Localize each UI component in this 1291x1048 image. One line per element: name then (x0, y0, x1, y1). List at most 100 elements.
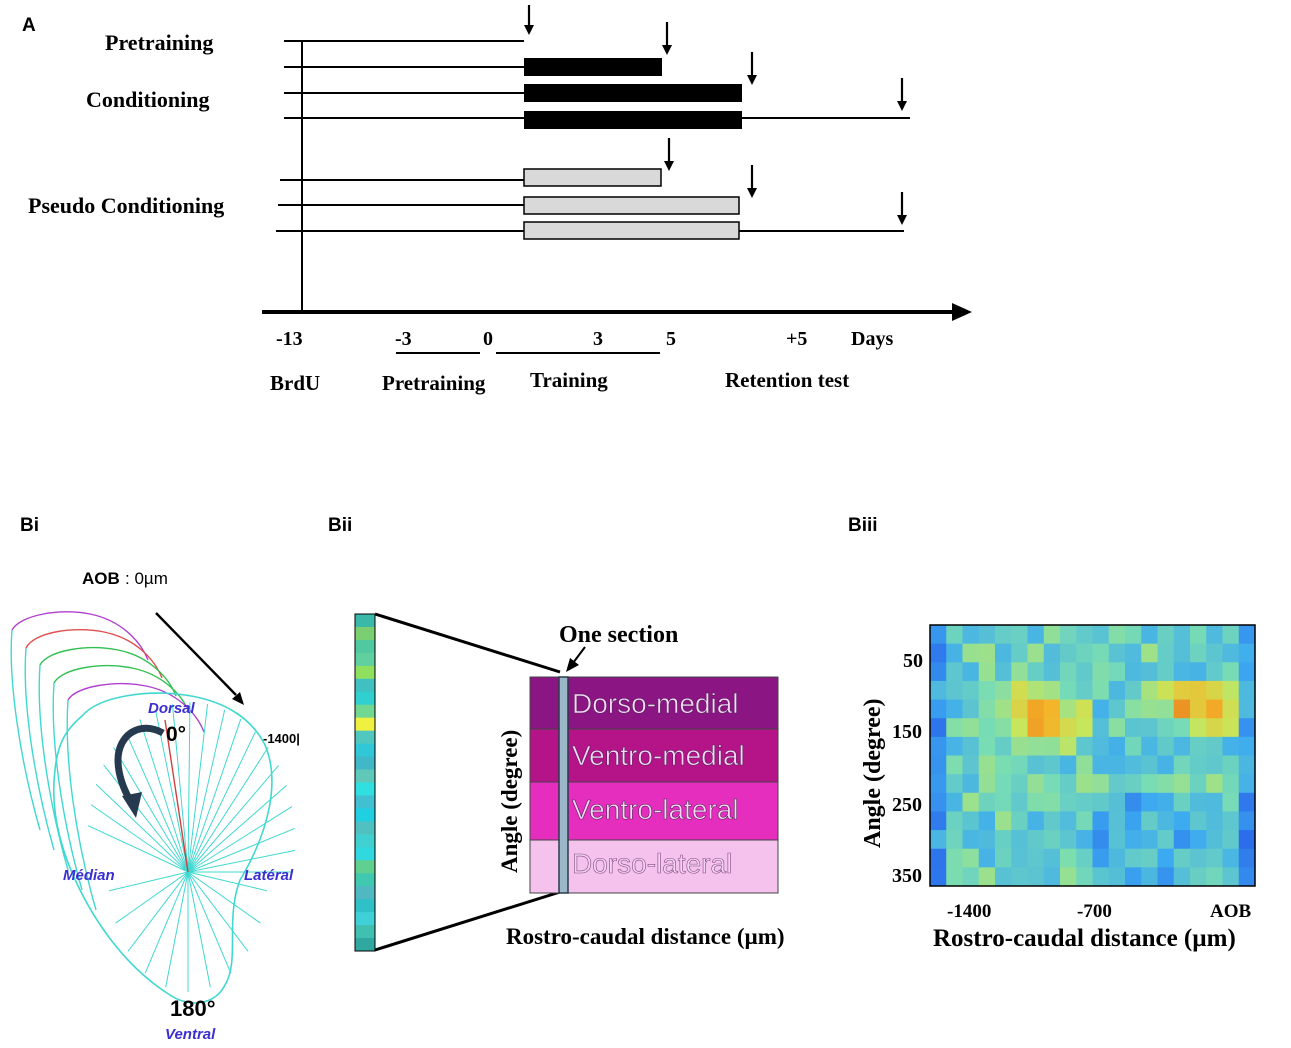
panel-biii-letter: Biii (848, 515, 878, 536)
radial-line (139, 719, 189, 873)
heatmap-cell (1206, 680, 1223, 701)
radial-line (103, 764, 189, 873)
heatmap-cell (1190, 625, 1207, 645)
heatmap-cell (1190, 718, 1207, 738)
heatmap-cell (1206, 811, 1223, 831)
heatmap-cell (1027, 755, 1045, 775)
heatmap-cell (1206, 625, 1223, 645)
heatmap-cell (1157, 867, 1175, 887)
heatmap-cell (1157, 811, 1175, 831)
heatmap-cell (1060, 848, 1077, 868)
heatmap-cell (1141, 848, 1158, 868)
heatmap-cell (1125, 755, 1142, 775)
heatmap-cell (1222, 830, 1240, 850)
heatmap-cell (978, 811, 996, 831)
heatmap-cell (1222, 774, 1240, 794)
heatmap-cell (1190, 662, 1207, 682)
heatmap-cell (1060, 625, 1077, 645)
single-section-bar (558, 676, 569, 894)
rostrocaudal-arrow-head-icon (232, 692, 244, 705)
rostrocaudal-arrow (155, 612, 237, 696)
heatmap-cell (1206, 774, 1223, 794)
heatmap-cell (1092, 699, 1110, 719)
heatmap-cell (978, 867, 996, 887)
heatmap-cell (1076, 662, 1093, 682)
heatmap-cell (1043, 625, 1061, 645)
heatmap-cell (1190, 755, 1207, 775)
heatmap-cell (1043, 811, 1061, 831)
heatmap-cell (1141, 643, 1158, 663)
heatmap-cell (995, 774, 1012, 794)
heatmap-cell (1141, 699, 1158, 719)
heatmap-cell (1141, 867, 1158, 887)
heatmap-cell (995, 625, 1012, 645)
phase-pretraining: Pretraining (382, 371, 486, 395)
heatmap-cell (1173, 699, 1191, 719)
test-arrows (524, 5, 907, 225)
heatmap-cell (995, 718, 1012, 738)
heatmap-cell (1141, 811, 1158, 831)
y-tick-250: 250 (892, 794, 922, 816)
heatmap-cell (946, 625, 963, 645)
radial-line (187, 765, 279, 873)
heatmap-cell (946, 662, 963, 682)
angle-180-label: 180° (170, 996, 216, 1021)
heatmap-cell (1173, 792, 1191, 812)
pseudo-bar-3 (523, 221, 740, 240)
heatmap-cell (1173, 736, 1191, 756)
heatmap-cell (1206, 755, 1223, 775)
color-strip-cell (355, 834, 375, 848)
tick-0: 0 (483, 328, 493, 350)
heatmap-cell (930, 774, 947, 794)
conditioning-bar-1 (524, 58, 662, 76)
heatmap-cell (1141, 625, 1158, 645)
panel-a-letter: A (22, 15, 36, 36)
heatmap-cell (978, 830, 996, 850)
tick-minus-3: -3 (395, 328, 412, 350)
region-dorso-lateral-label: Dorso-lateral (572, 848, 732, 879)
heatmap-cell (1238, 718, 1256, 738)
heatmap-cell (946, 718, 963, 738)
dorsal-label: Dorsal (148, 700, 196, 717)
heatmap-cell (1157, 774, 1175, 794)
heatmap-cell (1222, 867, 1240, 887)
heatmap-cell (1060, 662, 1077, 682)
heatmap-cell (1076, 774, 1093, 794)
heatmap-cell (930, 643, 947, 663)
heatmap-cell (962, 867, 980, 887)
heatmap-cell (946, 736, 963, 756)
heatmap-cell (1092, 643, 1110, 663)
heatmap-cell (1173, 811, 1191, 831)
heatmap-cell (1157, 736, 1175, 756)
pseudo-bar-1 (523, 168, 662, 187)
heatmap-cell (1157, 699, 1175, 719)
angle-arc-arrow-icon (122, 792, 142, 818)
region-ventro-medial-label: Ventro-medial (572, 740, 745, 771)
tick-plus-5: +5 (786, 328, 807, 350)
heatmap-cell (1092, 774, 1110, 794)
heatmap-cell (1076, 680, 1093, 701)
heatmap-cell (1190, 792, 1207, 812)
heatmap-cell (1206, 848, 1223, 868)
radial-line (187, 747, 269, 873)
axis-tick-labels: -13 -3 0 3 5 +5 Days (276, 328, 893, 350)
heatmap-cell (1043, 718, 1061, 738)
heatmap-cell (1027, 848, 1045, 868)
heatmap-cell (1238, 680, 1256, 701)
heatmap-cell (1060, 774, 1077, 794)
heatmap-cell (1076, 736, 1093, 756)
heatmap-cell (1173, 680, 1191, 701)
heatmap-cell (1011, 680, 1028, 701)
heatmap-cell (1190, 680, 1207, 701)
tick-days: Days (851, 328, 893, 350)
heatmap-cell (946, 680, 963, 701)
radial-line (155, 710, 189, 873)
panel-bi: Bi AOB : 0µm -1400| 0° 180° Dorsa (10, 515, 300, 1043)
heatmap-cell (962, 643, 980, 663)
one-section-pointer (572, 646, 586, 664)
heatmap-cell (1011, 755, 1028, 775)
heatmap-cell (1060, 718, 1077, 738)
heatmap-cell (1173, 662, 1191, 682)
heatmap-cell (1011, 718, 1028, 738)
heatmap-cell (1141, 662, 1158, 682)
